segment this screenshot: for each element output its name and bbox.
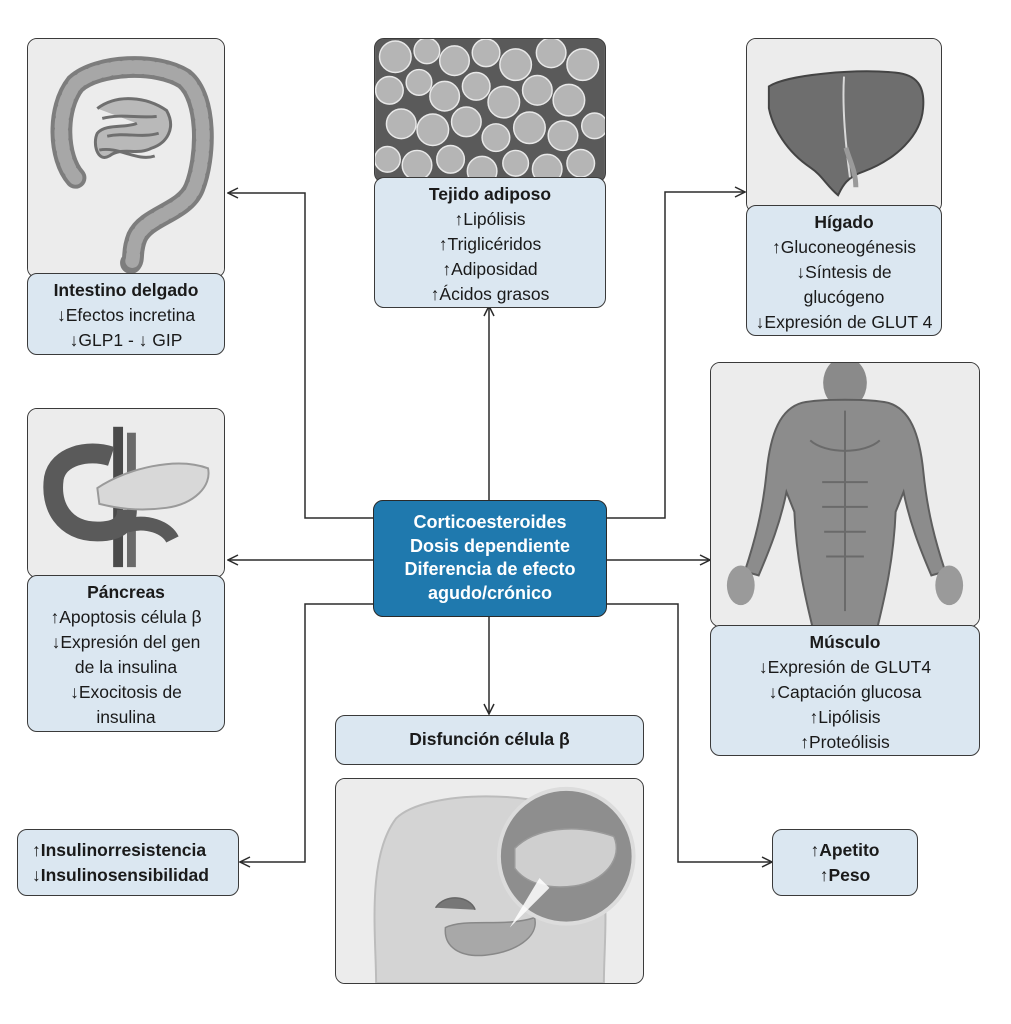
pancreas-icon: [28, 409, 224, 577]
adiposo-label: Tejido adiposo ↑Lipólisis ↑Triglicéridos…: [374, 177, 606, 308]
insulina-line: ↑Insulinorresistencia: [32, 840, 207, 860]
liver-icon: [747, 39, 941, 212]
insulina-label: ↑Insulinorresistencia ↓Insulinosensibili…: [17, 829, 239, 896]
intestino-line: ↓GLP1 - ↓ GIP: [69, 330, 183, 350]
center-line: Dosis dependiente: [409, 535, 571, 556]
musculo-title: Músculo: [809, 632, 881, 652]
adiposo-line: ↑Adiposidad: [442, 259, 538, 279]
higado-line: ↓Expresión de GLUT 4: [755, 312, 933, 332]
arrow-to-insulina: [240, 603, 373, 862]
arrow-to-higado: [607, 192, 745, 519]
disfuncion-label: Disfunción célula β: [335, 715, 644, 765]
disfuncion-image: [335, 778, 644, 984]
muscle-body-icon: [711, 363, 979, 626]
higado-title: Hígado: [814, 212, 874, 232]
intestino-image: [27, 38, 225, 278]
pancreas-line: insulina: [96, 707, 156, 727]
musculo-image: [710, 362, 980, 627]
fat-cells-icon: [375, 39, 605, 182]
center-line: Diferencia de efecto: [404, 559, 576, 579]
arrow-to-apetito: [607, 603, 772, 862]
arrow-to-intestino: [228, 193, 373, 519]
intestine-icon: [28, 39, 224, 277]
pancreas-image: [27, 408, 225, 578]
disfuncion-title: Disfunción célula β: [409, 729, 570, 749]
adiposo-line: ↑Ácidos grasos: [430, 284, 550, 304]
adiposo-line: ↑Triglicéridos: [438, 234, 542, 254]
adiposo-title: Tejido adiposo: [428, 184, 552, 204]
higado-line: glucógeno: [803, 287, 885, 307]
pancreas-title: Páncreas: [87, 582, 165, 602]
center-node: Corticoesteroides Dosis dependiente Dife…: [373, 500, 607, 617]
musculo-line: ↓Expresión de GLUT4: [758, 657, 932, 677]
center-line: Corticoesteroides: [413, 512, 567, 532]
higado-label: Hígado ↑Gluconeogénesis ↓Síntesis de glu…: [746, 205, 942, 336]
higado-line: ↑Gluconeogénesis: [772, 237, 916, 257]
intestino-line: ↓Efectos incretina: [56, 305, 196, 325]
musculo-line: ↑Lipólisis: [809, 707, 881, 727]
adiposo-image: [374, 38, 606, 183]
torso-pancreas-icon: [336, 779, 643, 983]
higado-line: ↓Síntesis de: [796, 262, 892, 282]
pancreas-line: ↓Exocitosis de: [70, 682, 182, 702]
center-line: agudo/crónico: [427, 582, 552, 603]
insulina-line: ↓Insulinosensibilidad: [32, 865, 209, 885]
pancreas-line: de la insulina: [74, 657, 178, 677]
apetito-line: ↑Peso: [819, 865, 871, 885]
apetito-line: ↑Apetito: [810, 840, 880, 860]
pancreas-line: ↑Apoptosis célula β: [50, 607, 202, 627]
musculo-line: ↑Proteólisis: [800, 732, 890, 752]
intestino-title: Intestino delgado: [53, 280, 199, 300]
musculo-label: Músculo ↓Expresión de GLUT4 ↓Captación g…: [710, 625, 980, 756]
pancreas-line: ↓Expresión del gen: [51, 632, 201, 652]
pancreas-label: Páncreas ↑Apoptosis célula β ↓Expresión …: [27, 575, 225, 732]
intestino-label: Intestino delgado ↓Efectos incretina ↓GL…: [27, 273, 225, 355]
apetito-label: ↑Apetito ↑Peso: [772, 829, 918, 896]
musculo-line: ↓Captación glucosa: [768, 682, 922, 702]
adiposo-line: ↑Lipólisis: [454, 209, 526, 229]
higado-image: [746, 38, 942, 213]
